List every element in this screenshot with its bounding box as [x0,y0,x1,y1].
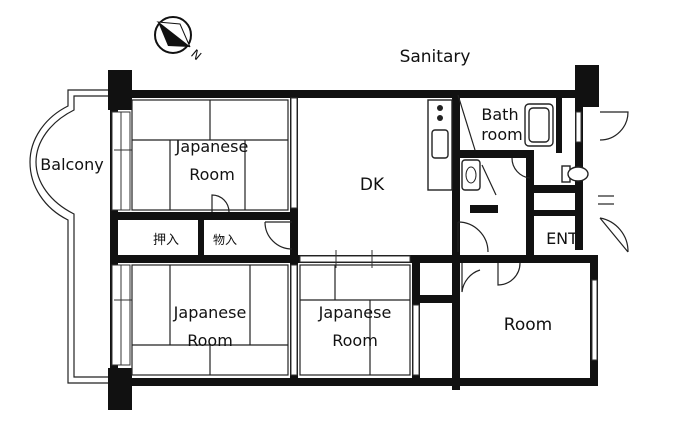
japanese-room-3-label-line1: Japanese [318,303,392,322]
entrance-label: ENT [546,229,578,248]
bathroom-label-line1: Bath [481,105,518,124]
left-windows [111,111,132,366]
room-label: Room [504,315,552,335]
door-swings [211,111,629,293]
balcony-label: Balcony [40,155,103,174]
japanese-room-1-label-line2: Room [189,165,235,184]
sliding-doors [290,97,598,376]
dk-label: DK [360,175,385,195]
tatami-lines [131,99,411,376]
bathroom-label-line2: room [481,125,522,144]
room-labels: Balcony Japanese Room Japanese Room Japa… [40,47,578,350]
bathroom-fixtures [457,94,589,196]
compass-north-letter: N [188,47,204,63]
sanitary-label: Sanitary [400,47,471,67]
balcony-outline [29,89,108,384]
japanese-room-2-label-line2: Room [187,331,233,350]
north-compass: N [154,16,204,63]
kitchen-fixtures [427,99,453,191]
oshiire-label: 押入 [153,233,179,248]
japanese-room-1-label-line1: Japanese [175,137,249,156]
japanese-room-3-label-line2: Room [332,331,378,350]
japanese-room-2-label-line1: Japanese [173,303,247,322]
monoire-label: 物入 [213,233,237,247]
